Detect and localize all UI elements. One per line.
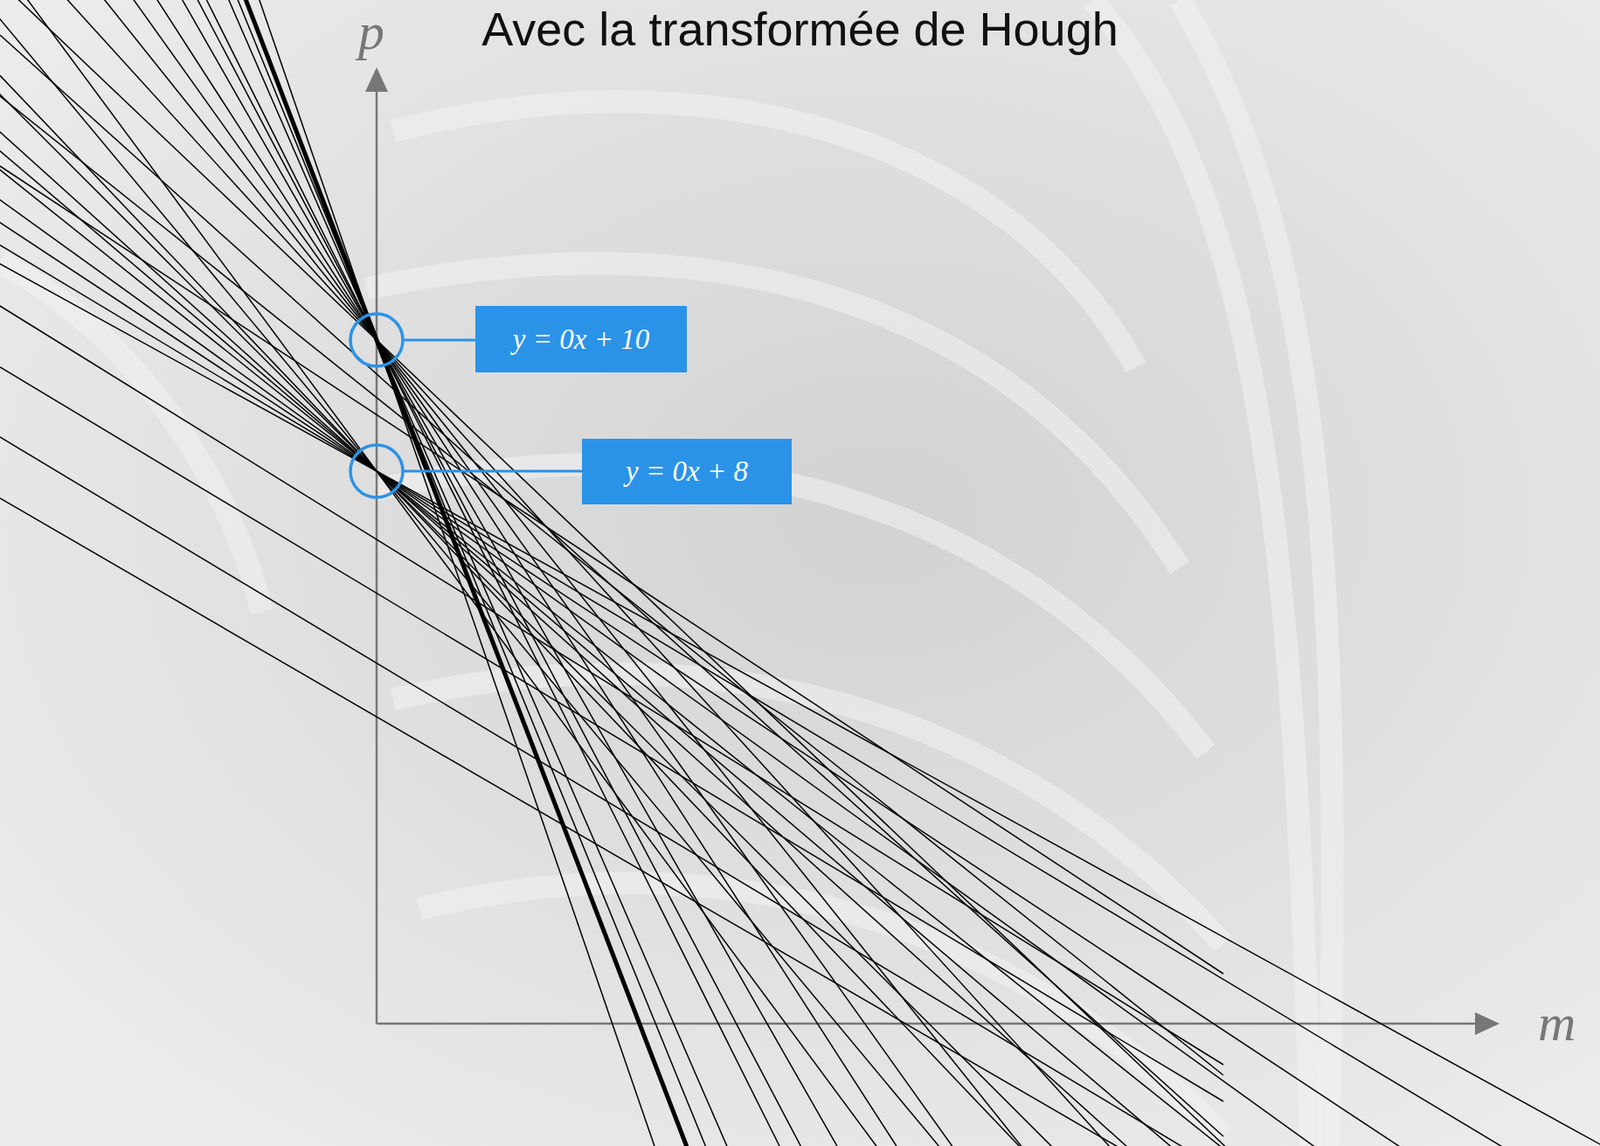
equation-box: y = 0x + 10: [475, 305, 687, 373]
equation-box: y = 0x + 8: [581, 438, 792, 505]
m-axis: [376, 1022, 1477, 1026]
p-axis: [375, 87, 379, 1024]
parameter-line: [0, 166, 1224, 974]
parameter-line: [0, 0, 953, 1146]
equation-text: y = 0x + 8: [625, 455, 749, 488]
parameter-line: [177, 0, 847, 1146]
parameter-line: [152, 0, 908, 1146]
axis-label: m: [1537, 996, 1576, 1049]
parameter-line: [225, 0, 735, 1146]
intersection-circle: [350, 444, 403, 498]
slide-title: Avec la transformée de Hough: [0, 3, 1600, 56]
parameter-line: [9, 0, 1243, 1146]
equation-text: y = 0x + 10: [512, 323, 650, 356]
parameter-line: [0, 0, 1068, 1146]
parameter-line: [0, 0, 1241, 1146]
parameter-line: [0, 0, 1145, 1146]
parameter-line: [0, 305, 1224, 1065]
axis-arrowhead: [365, 67, 388, 92]
parameter-line: [59, 0, 1124, 1146]
parameter-line: [242, 0, 693, 1146]
parameter-line: [0, 0, 1529, 1146]
parameter-line: [0, 0, 1424, 1146]
leader-line: [402, 470, 582, 473]
intersection-circle: [350, 313, 403, 367]
parameter-line: [0, 0, 1337, 1146]
parameter-line: [202, 0, 789, 1146]
parameter-line: [0, 34, 1224, 1136]
parameter-line: [0, 367, 1224, 1102]
leader-line: [402, 339, 476, 342]
parameter-line: [0, 436, 1224, 1146]
parameter-line: [193, 0, 810, 1146]
parameter-line: [256, 0, 660, 1146]
parameter-line: [0, 498, 1224, 1146]
axis-label: p: [358, 5, 385, 58]
axis-arrowhead: [1475, 1011, 1500, 1035]
